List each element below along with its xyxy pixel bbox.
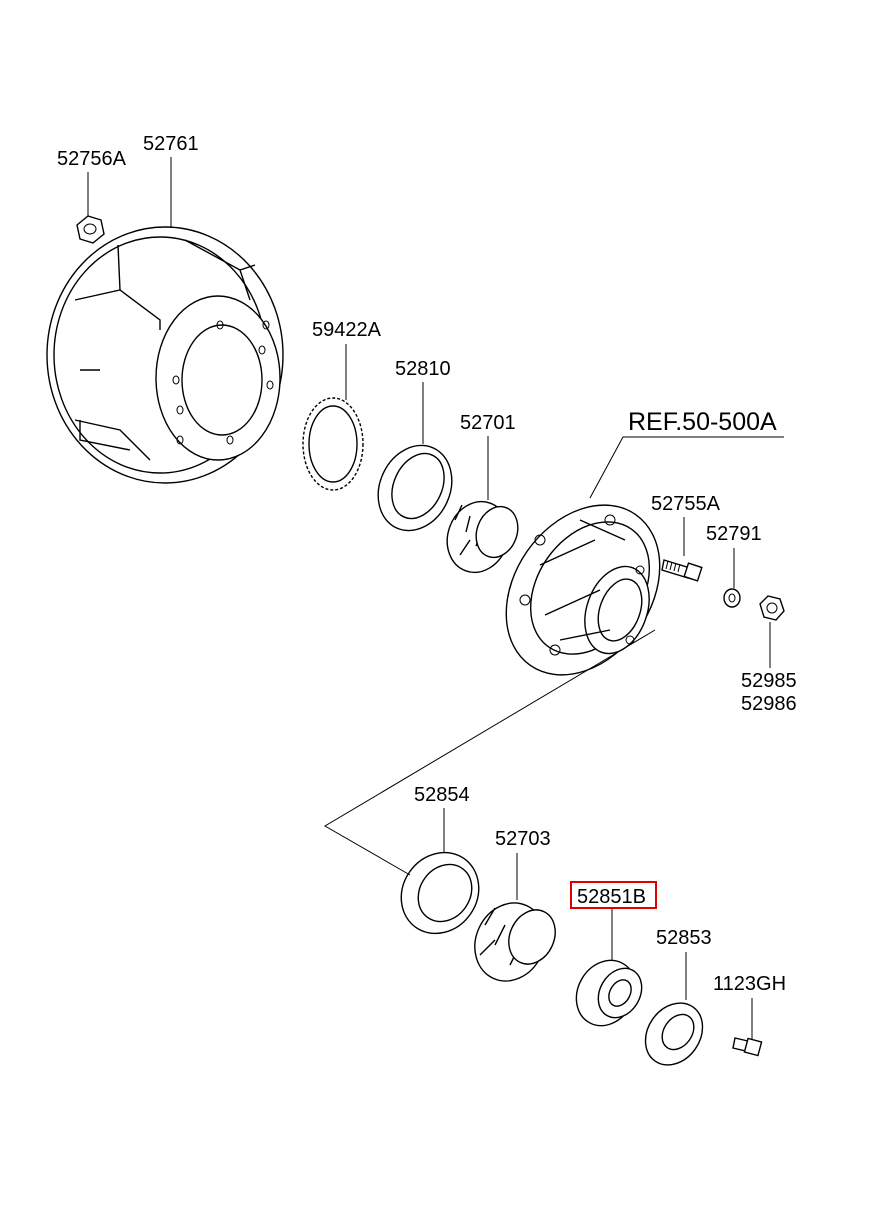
label-52791[interactable]: 52791 [706,523,762,545]
label-52761[interactable]: 52761 [143,133,199,155]
label-52985[interactable]: 52985 [741,670,797,692]
label-52755A[interactable]: 52755A [651,493,721,515]
drum-nut-part[interactable] [76,215,105,244]
outer-bearing-cup-part[interactable] [365,433,466,542]
label-52703[interactable]: 52703 [495,828,551,850]
label-52853[interactable]: 52853 [656,927,712,949]
outer-bearing-cone-part[interactable] [437,493,524,581]
inner-bearing-cone-part[interactable] [462,891,563,992]
wheel-stud-part[interactable] [661,559,703,582]
brake-drum-part[interactable] [46,226,284,484]
wheel-nut-part[interactable] [759,595,785,621]
part-labels: 52756A 52761 59422A 52810 52701 REF.50-5… [57,133,797,995]
label-ref-50-500A[interactable]: REF.50-500A [628,408,777,436]
label-52986[interactable]: 52986 [741,693,797,715]
wheel-hub-part[interactable] [475,476,692,705]
lock-washer-part[interactable] [634,992,714,1076]
label-52851B[interactable]: 52851B [577,886,646,908]
washer-part[interactable] [723,588,741,608]
label-59422A[interactable]: 59422A [312,319,382,341]
label-52854[interactable]: 52854 [414,784,470,806]
label-52756A[interactable]: 52756A [57,148,127,170]
label-1123GH[interactable]: 1123GH [713,973,786,995]
leader-lines [87,157,784,1040]
label-52810[interactable]: 52810 [395,358,451,380]
highlight-box [570,881,657,909]
label-52701[interactable]: 52701 [460,412,516,434]
abs-tone-ring-part[interactable] [302,397,364,491]
bolt-part[interactable] [732,1037,763,1057]
lock-nut-part[interactable] [565,950,651,1037]
inner-bearing-cup-part[interactable] [386,837,495,948]
